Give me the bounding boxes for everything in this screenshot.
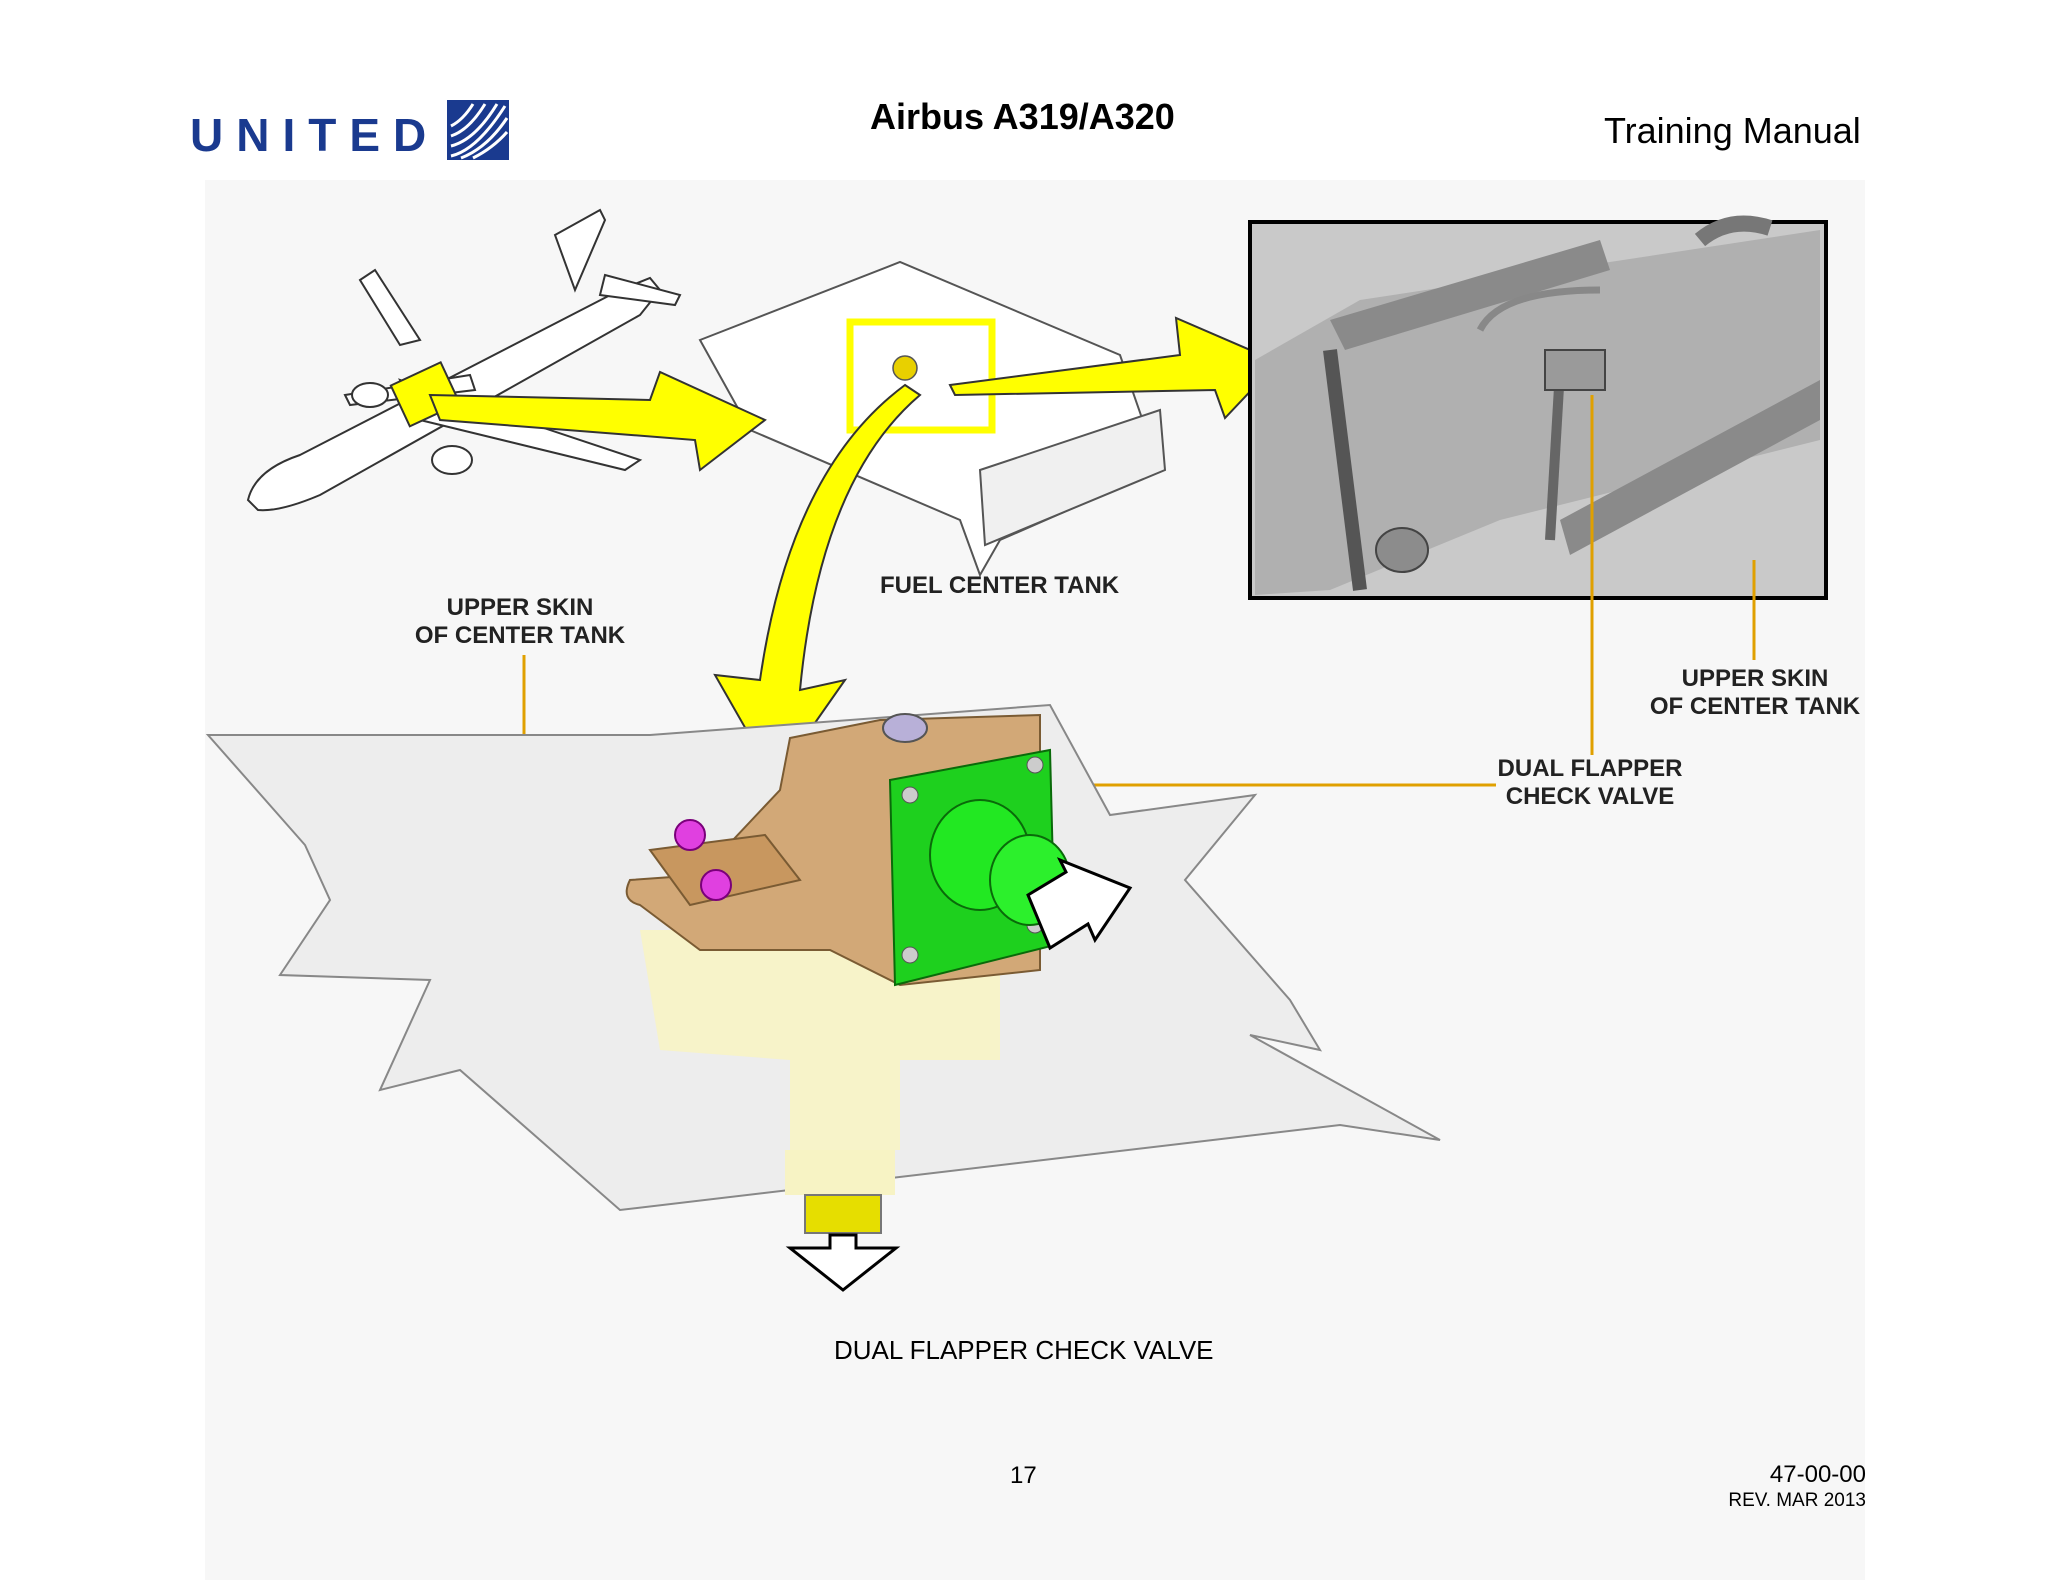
fuel-center-tank-drawing <box>698 260 1167 578</box>
united-globe-icon <box>447 100 509 160</box>
arrow-aircraft-to-tank <box>428 370 767 472</box>
document-title: Airbus A319/A320 <box>870 96 1175 137</box>
revision-date: REV. MAR 2013 <box>1728 1490 1866 1511</box>
upper-skin-left-label: UPPER SKIN OF CENTER TANK <box>414 594 626 649</box>
outflow-arrow <box>785 1233 901 1292</box>
small-valve-icon <box>892 355 918 381</box>
valve-drain-pipe <box>640 930 1000 1234</box>
ata-chapter: 47-00-00 <box>1769 1461 1866 1488</box>
valve-highlight-box <box>846 318 996 434</box>
united-logo-text: UNITED <box>190 109 440 161</box>
valve-callout-label: DUAL FLAPPER CHECK VALVE <box>1497 755 1683 810</box>
inflow-arrow <box>1026 857 1133 951</box>
page-number: 17 <box>1010 1462 1037 1489</box>
manual-title: Training Manual <box>1604 110 1861 151</box>
upper-skin-right-label: UPPER SKIN OF CENTER TANK <box>1649 665 1861 720</box>
figure-caption: DUAL FLAPPER CHECK VALVE <box>834 1335 1214 1365</box>
tank-interior-detail <box>1248 215 1828 600</box>
fuel-center-tank-label: FUEL CENTER TANK <box>880 572 1120 599</box>
dual-flapper-check-valve-model <box>625 713 1071 987</box>
